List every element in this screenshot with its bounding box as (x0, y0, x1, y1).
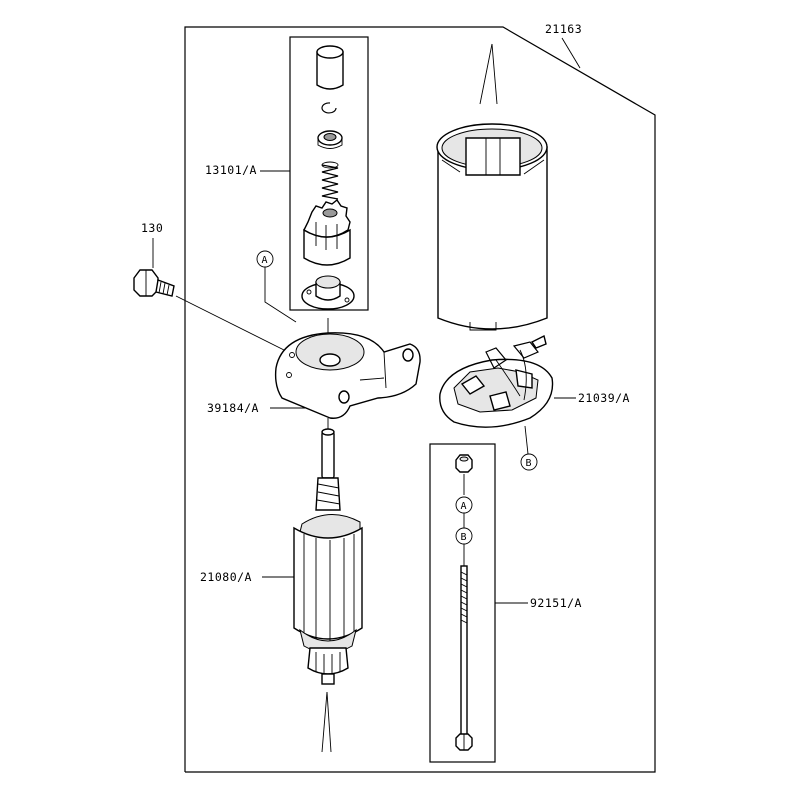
label-92151-a: 92151/A (530, 596, 582, 610)
snap-ring (321, 102, 337, 114)
pinion-gear (303, 198, 351, 266)
pinion-stop-collar (316, 45, 344, 90)
armature (293, 428, 363, 685)
brush-holder-plate (439, 334, 554, 428)
label-21039-a: 21039/A (578, 391, 630, 405)
label-21080-a: 21080/A (200, 570, 252, 584)
leader-21163 (561, 37, 581, 69)
assembly-frame (184, 26, 656, 773)
armature-axis-arrow-right (326, 691, 332, 753)
label-13101-a: 13101/A (205, 163, 257, 177)
label-39184-a: 39184/A (207, 401, 259, 415)
label-21163: 21163 (545, 22, 582, 36)
callout-a-bolt-text: A (461, 501, 467, 512)
leader-callout-a-bracket (264, 267, 297, 323)
pinion-spring (321, 161, 339, 200)
callout-a-bracket-text: A (262, 255, 268, 266)
pinion-washer (317, 130, 343, 149)
armature-axis-arrow-left (321, 691, 328, 753)
clutch-hub (301, 275, 355, 310)
pinion-set-frame (289, 36, 369, 311)
leader-callout-b-holder (524, 425, 529, 455)
callout-b-holder-text: B (526, 458, 532, 469)
yoke-axis-arrow-left (479, 43, 493, 105)
through-bolt (455, 565, 473, 751)
bolt-130 (133, 269, 175, 297)
label-130: 130 (141, 221, 163, 235)
yoke-housing (436, 123, 548, 331)
mounting-bracket (274, 332, 421, 419)
hex-nut (455, 454, 473, 473)
callout-b-bolt-text: B (461, 532, 467, 543)
callout-b-holder (520, 453, 538, 471)
yoke-axis-arrow-right (491, 43, 498, 105)
